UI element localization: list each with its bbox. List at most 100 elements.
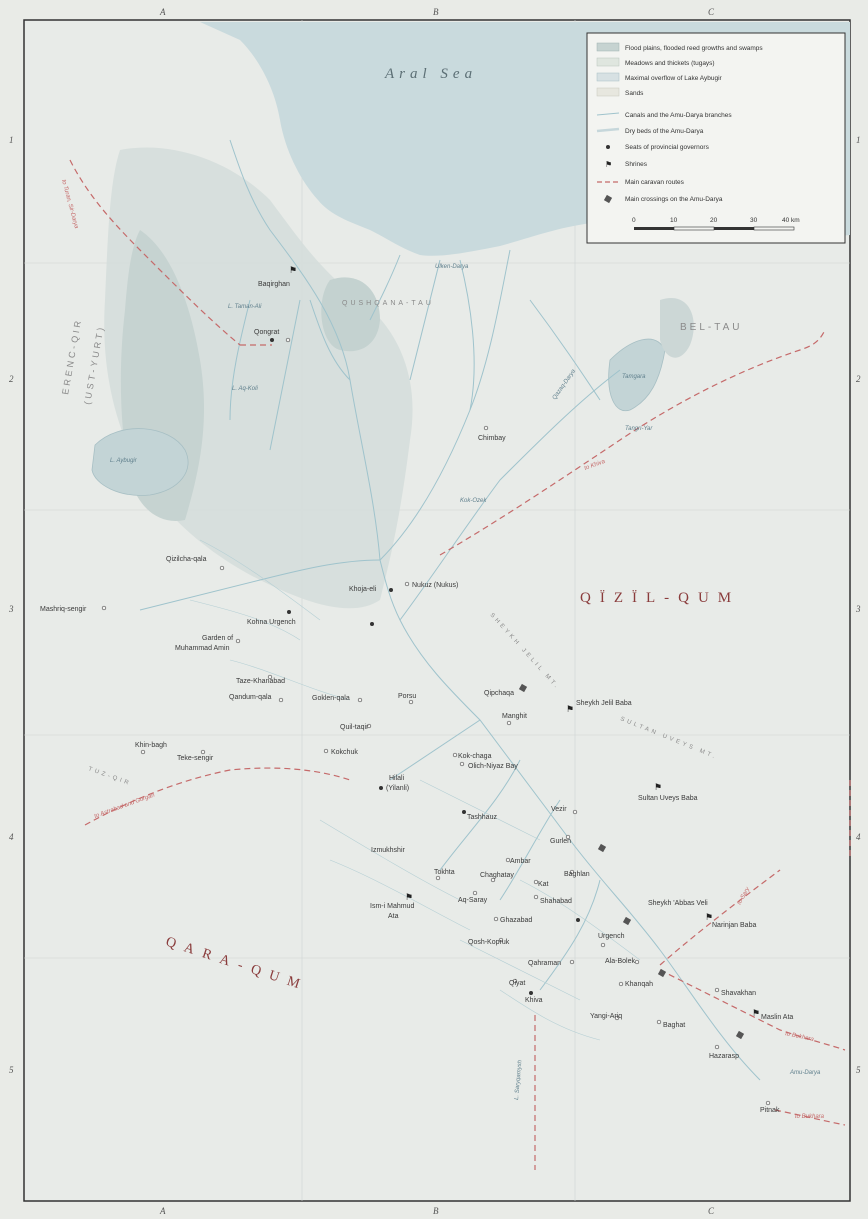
place-aq-saray: Aq-Saray <box>458 897 488 904</box>
legend-swatch-shrine: ⚑ <box>605 160 612 169</box>
place-chaghatay: Chaghatay <box>480 872 514 879</box>
legend-item-7: Seats of provincial governors <box>606 144 710 151</box>
canal-network <box>189 539 641 1041</box>
place-qizilcha-qala: Qizilcha-qala <box>166 556 207 563</box>
lake-aybugir <box>91 428 189 496</box>
place-qiyat: Qiyat <box>509 980 525 987</box>
place-shavakhan: Shavakhan <box>721 990 756 997</box>
place-narinjan-baba: Narinjan Baba <box>712 922 756 929</box>
place-qosh-kopruk: Qosh-Kopruk <box>468 939 510 946</box>
kok-ozek-label: Kok-Ozek <box>460 498 487 504</box>
place-pitnak: Pitnak <box>760 1107 780 1114</box>
place-izmukhshir: Izmukhshir <box>371 847 406 854</box>
crossing-markers <box>518 683 745 1040</box>
legend-label-sands: Sands <box>625 90 644 97</box>
place-ghazabad: Ghazabad <box>500 917 532 924</box>
place-ala-bolek: Ala-Bolek <box>605 958 635 965</box>
lake-tamgara <box>608 338 666 412</box>
tangri-yar-label: Tangri-Yar <box>625 426 653 432</box>
legend-item-10: Main crossings on the Amu-Darya <box>603 194 723 204</box>
place-ism-line2: Ata <box>388 913 399 920</box>
legend-label-shrine: Shrines <box>625 161 648 168</box>
legend-label-dry-beds: Dry beds of the Amu-Darya <box>625 128 704 135</box>
aral-sea-label: Aral Sea <box>384 66 477 82</box>
place-kat: Kat <box>538 881 549 888</box>
legend-item-5: Canals and the Amu-Darya branches <box>596 112 732 119</box>
place-maslin-ata: Maslin Ata <box>761 1014 793 1021</box>
scale-segment-2 <box>673 226 715 231</box>
route-to-bukhara-label-2: to Bukhara <box>795 1114 825 1120</box>
place-qahraman: Qahraman <box>528 960 561 967</box>
grid-row-3-right: 3 <box>855 604 861 614</box>
place-taze-khanabad: Taze-Khanabad <box>236 678 285 685</box>
grid-row-3-left: 3 <box>8 604 14 614</box>
legend-swatch-aybugir <box>596 72 620 82</box>
legend: Flood plains, flooded reed growths and s… <box>586 32 846 244</box>
bel-tau-hill <box>660 298 694 358</box>
place-hilali-line1: Hilali <box>389 775 405 782</box>
place-sultan-uveys-baba: Sultan Uveys Baba <box>638 795 698 802</box>
scale-tick-40: 40 km <box>782 217 800 224</box>
place-ism-line1: Ism-i Mahmud <box>370 903 414 910</box>
amu-darya-label: Amu-Darya <box>789 1070 821 1076</box>
place-garden-line1: Garden of <box>202 635 233 642</box>
shrine-markers: ⚑⚑ ⚑⚑ ⚑⚑ <box>289 265 760 1018</box>
qizil-qum-label: QÏZÏL-QUM <box>580 589 740 606</box>
grid-row-4-right: 4 <box>856 832 861 842</box>
place-quil-taqir: Quil-taqir <box>340 724 369 731</box>
place-teke-sengir: Teke-sengir <box>177 755 214 762</box>
scale-segment-3 <box>714 227 754 230</box>
place-goklen-qala: Goklen-qala <box>312 695 350 702</box>
legend-swatch-governor <box>606 145 610 149</box>
legend-label-crossing: Main crossings on the Amu-Darya <box>625 196 723 203</box>
grid-col-c-top: C <box>708 7 715 17</box>
grid-row-5-right: 5 <box>856 1065 861 1075</box>
legend-label-flood: Flood plains, flooded reed growths and s… <box>625 45 763 52</box>
svg-text:⚑: ⚑ <box>752 1008 760 1018</box>
qushqana-tau-label: QUSHQANA-TAU <box>342 300 434 307</box>
legend-item-1: Flood plains, flooded reed growths and s… <box>596 42 763 52</box>
legend-item-6: Dry beds of the Amu-Darya <box>596 127 704 135</box>
svg-text:⚑: ⚑ <box>566 704 574 714</box>
place-manghit: Manghit <box>502 713 527 720</box>
place-khiva: Khiva <box>525 997 543 1004</box>
place-hazarasp: Hazarasp <box>709 1053 739 1060</box>
l-aybugir-label: L. Aybugir <box>110 458 138 464</box>
place-porsu: Porsu <box>398 693 416 700</box>
legend-label-governor: Seats of provincial governors <box>625 144 710 151</box>
place-baghat: Baghat <box>663 1022 685 1029</box>
scale-tick-20: 20 <box>710 217 718 224</box>
legend-item-8: ⚑ Shrines <box>605 160 648 169</box>
place-kok-chaga: Kok-chaga <box>458 753 492 760</box>
place-khoja-eli: Khoja-eli <box>349 586 377 593</box>
place-vezir: Vezir <box>551 806 567 813</box>
grid-col-c-bottom: C <box>708 1206 715 1216</box>
bel-tau-label: BEL-TAU <box>680 322 743 333</box>
scale-tick-0: 0 <box>632 217 636 224</box>
place-baqirghan: Baqirghan <box>258 281 290 288</box>
place-garden-line2: Muhammad Amin <box>175 645 230 652</box>
scale-bar: 0 10 20 30 40 km <box>632 217 800 231</box>
svg-text:⚑: ⚑ <box>654 782 662 792</box>
place-gurlen: Gurlen <box>550 838 571 845</box>
legend-item-2: Meadows and thickets (tugays) <box>596 57 715 67</box>
legend-item-9: Main caravan routes <box>597 179 685 186</box>
place-qipchaqa: Qipchaqa <box>484 690 514 697</box>
legend-label-route: Main caravan routes <box>625 179 685 186</box>
grid-row-1-right: 1 <box>856 135 861 145</box>
svg-text:⚑: ⚑ <box>705 912 713 922</box>
grid-col-a-top: A <box>159 7 166 17</box>
caravan-routes <box>69 159 851 1170</box>
place-khin-bagh: Khin-bagh <box>135 742 167 749</box>
legend-swatch-dry-beds <box>596 127 620 133</box>
place-sheykh-jelil-baba: Sheykh Jelil Baba <box>576 700 632 707</box>
ulken-darya-label: Ulken-Darya <box>435 264 469 270</box>
svg-text:⚑: ⚑ <box>289 265 297 275</box>
grid-row-1-left: 1 <box>9 135 14 145</box>
legend-item-4: Sands <box>596 87 644 97</box>
legend-swatch-sands <box>596 87 620 97</box>
grid-col-b-top: B <box>433 7 439 17</box>
place-ambar: Ambar <box>510 858 531 865</box>
place-qandum-qala: Qandum-qala <box>229 694 272 701</box>
